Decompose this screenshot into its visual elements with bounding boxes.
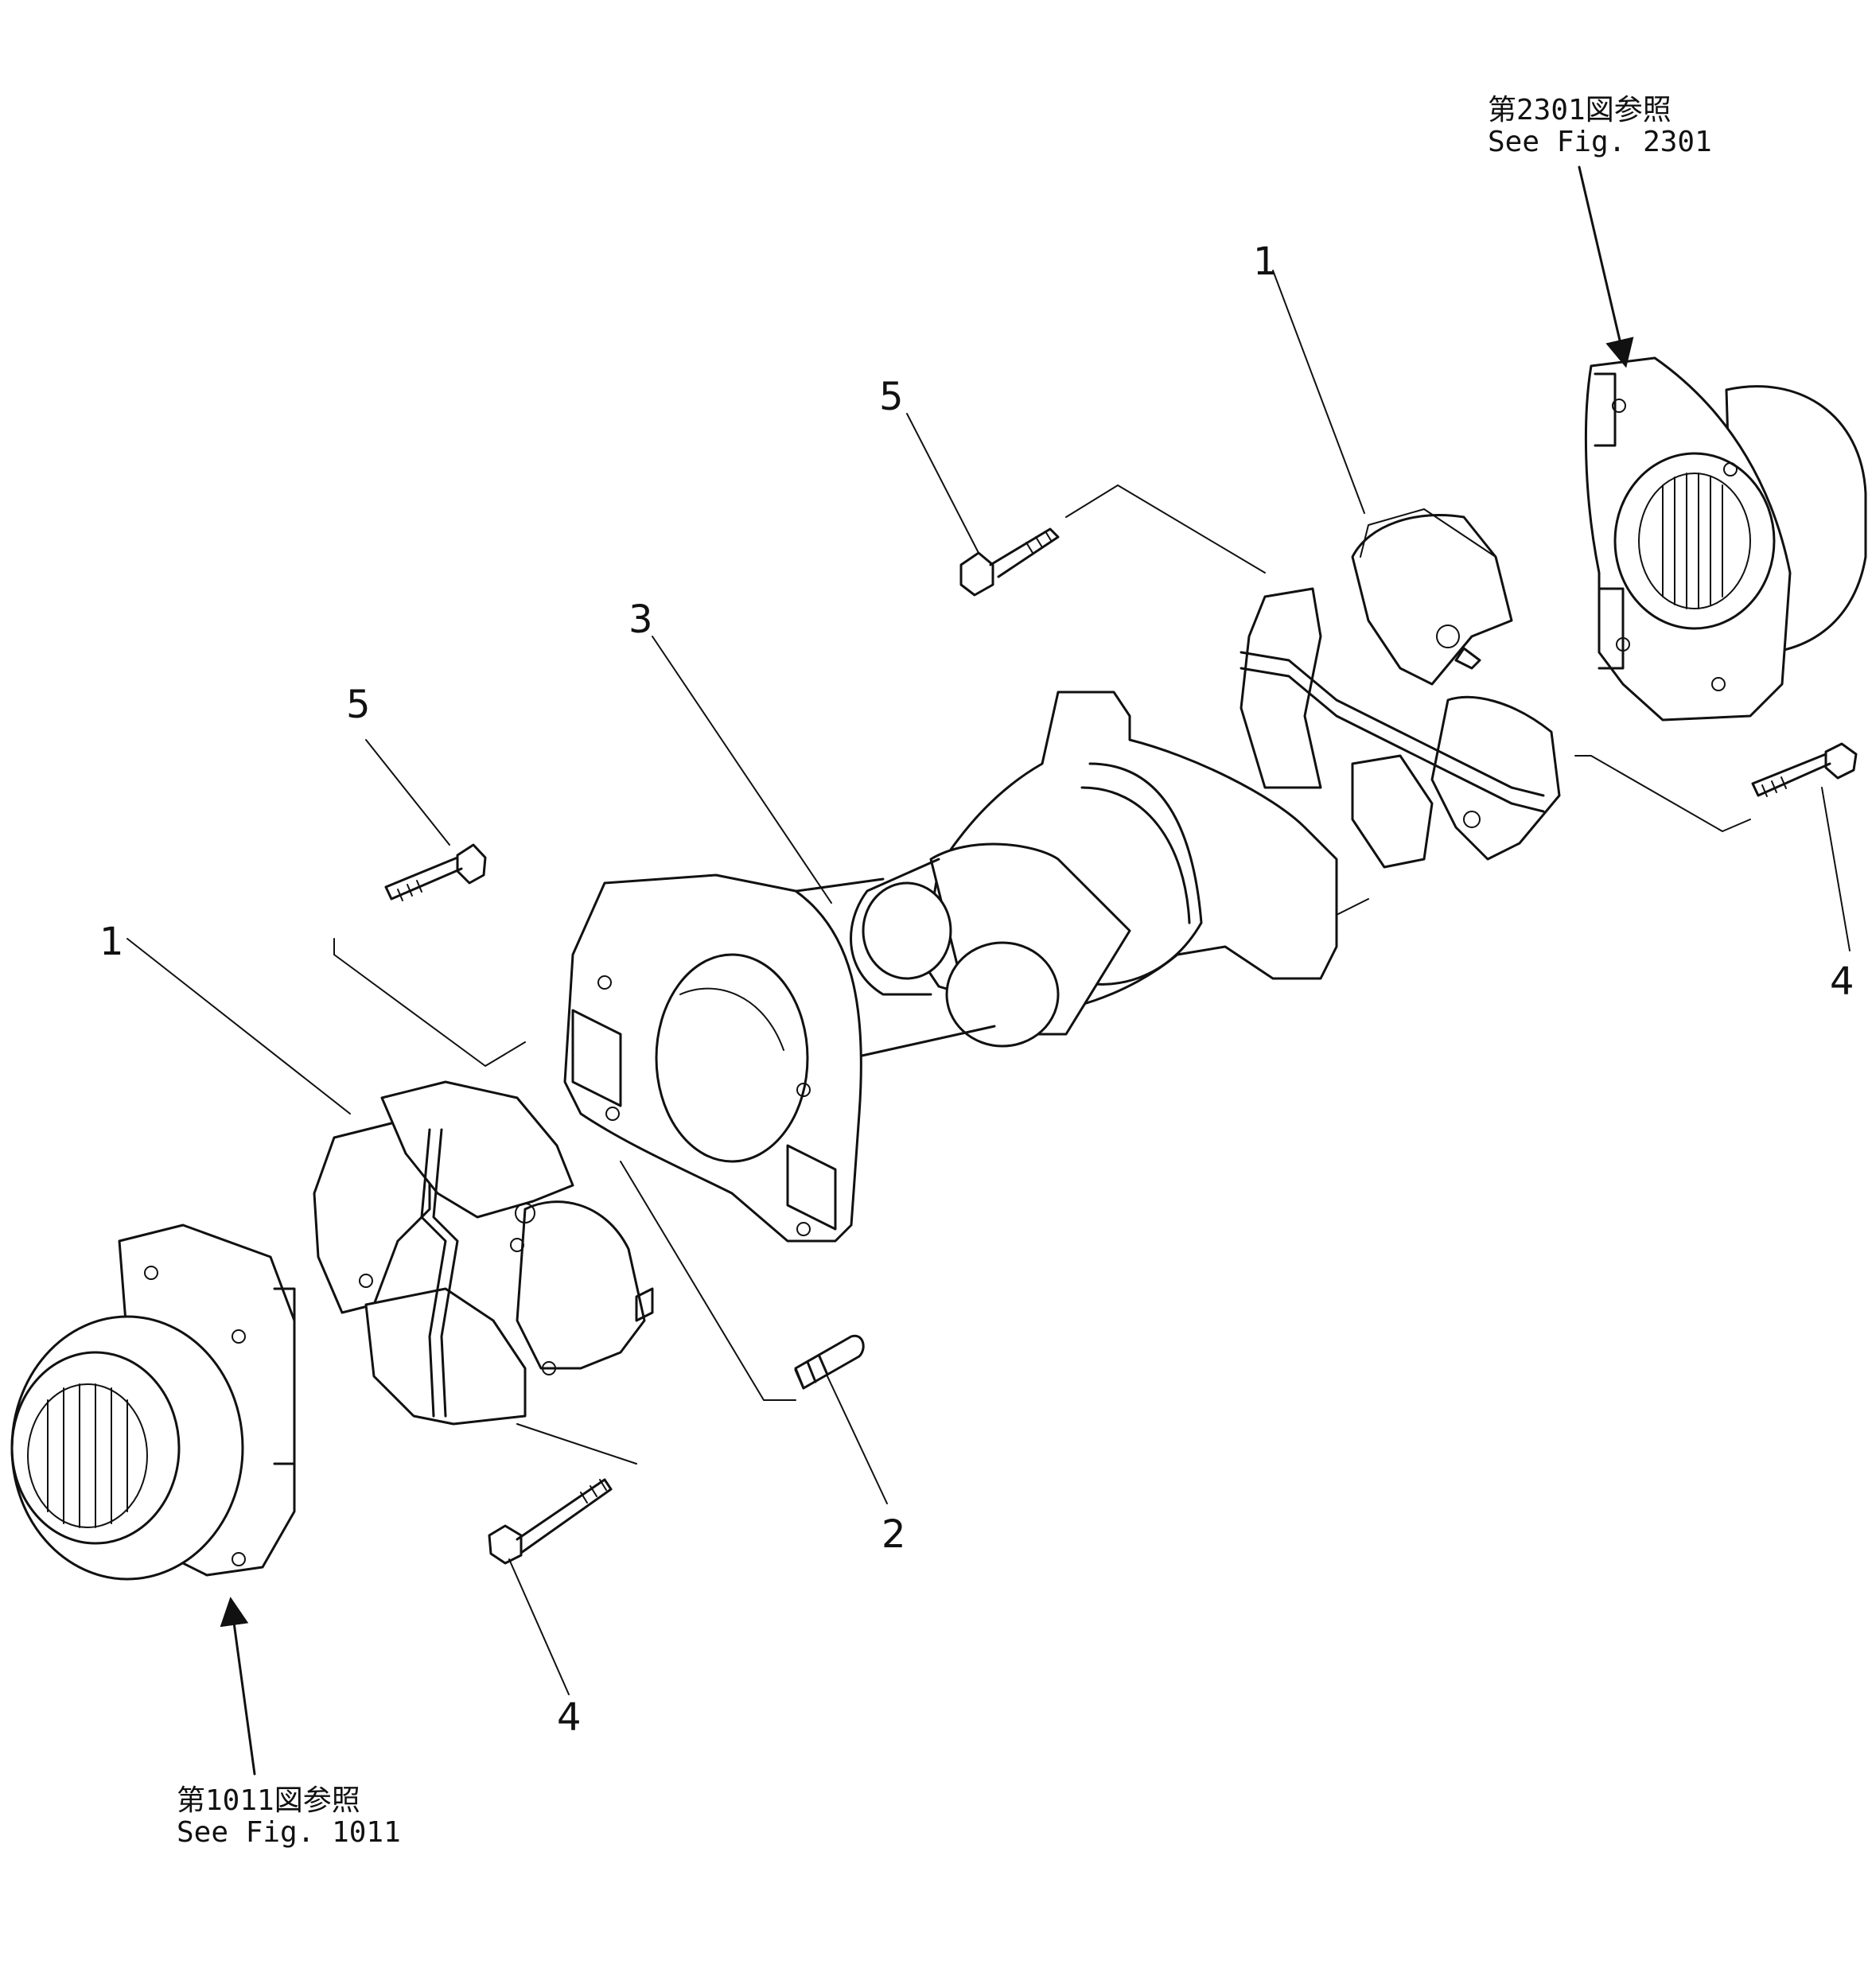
callout-3: 3 <box>629 597 653 642</box>
callout-2: 2 <box>881 1512 906 1557</box>
bolt-4-bottom <box>488 1478 613 1565</box>
reference-note-bottom-jp: 第1011図参照 <box>177 1784 360 1817</box>
callout-1-top: 1 <box>1253 239 1278 284</box>
callout-5-top: 5 <box>879 375 904 419</box>
right-flange-yoke <box>1584 356 1867 722</box>
alignment-lines <box>333 484 1751 1465</box>
grease-fitting-2 <box>794 1334 865 1390</box>
reference-note-top-jp: 第2301図参照 <box>1488 94 1671 126</box>
callout-5-left: 5 <box>346 683 371 727</box>
left-flange-yoke <box>10 1224 296 1581</box>
leader-lines <box>126 270 1850 1695</box>
spider-bearing-assembly-right <box>1239 508 1561 869</box>
propeller-shaft-assembly <box>563 691 1338 1243</box>
spider-bearing-assembly-left <box>313 1080 654 1426</box>
callout-4-bottom: 4 <box>557 1695 582 1740</box>
bolt-5-left <box>384 843 487 901</box>
callout-1-left: 1 <box>99 920 124 964</box>
reference-note-bottom-en: See Fig. 1011 <box>177 1816 401 1849</box>
reference-arrows <box>220 165 1634 1776</box>
bolt-4-right <box>1751 742 1858 797</box>
reference-note-top-en: See Fig. 2301 <box>1488 126 1712 158</box>
callout-4-right: 4 <box>1830 959 1854 1004</box>
bolt-5-top <box>959 527 1060 597</box>
